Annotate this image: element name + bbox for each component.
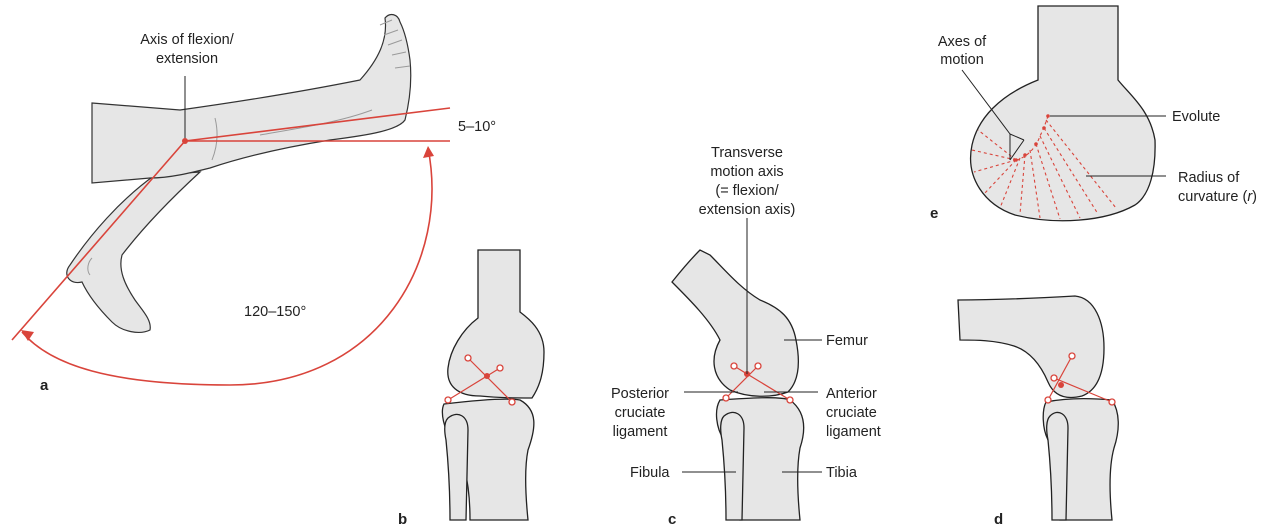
tibia-label: Tibia — [826, 465, 858, 481]
panel-letter-b: b — [398, 511, 407, 527]
transverse-label-line2: motion axis — [710, 164, 783, 180]
evolute-dot-1 — [1014, 158, 1018, 162]
fibula-label: Fibula — [630, 465, 670, 481]
anterior-cruciate-line3: ligament — [826, 424, 881, 440]
anterior-cruciate-line1: Anterior — [826, 386, 877, 402]
axis-label-line1: Axis of flexion/ — [140, 32, 234, 48]
attachment-d-1 — [1069, 353, 1075, 359]
posterior-cruciate-line1: Posterior — [611, 386, 669, 402]
transverse-label-line3: (= flexion/ — [715, 183, 779, 199]
panel-letter-c: c — [668, 511, 676, 527]
radius-label-prefix: curvature ( — [1178, 189, 1247, 205]
fibula-b — [445, 414, 468, 520]
attachment-c-1 — [731, 363, 737, 369]
attachment-d-2 — [1051, 375, 1057, 381]
axes-of-motion-line2: motion — [940, 52, 984, 68]
femoral-condyle-e — [971, 6, 1156, 221]
radius-label-line2: curvature (r) — [1178, 189, 1257, 205]
panel-c-knee — [672, 250, 804, 520]
attachment-c-3 — [723, 395, 729, 401]
panel-e-condyle — [962, 6, 1166, 221]
transverse-label-line4: extension axis) — [699, 202, 796, 218]
evolute-dot-2 — [1023, 153, 1027, 157]
flexion-range-label: 120–150° — [244, 304, 306, 320]
attachment-b-3 — [445, 397, 451, 403]
evolute-label: Evolute — [1172, 109, 1220, 125]
radius-label-line1: Radius of — [1178, 170, 1240, 186]
hyperextension-label: 5–10° — [458, 119, 496, 135]
flexed-lower-leg — [67, 172, 200, 332]
panel-b-knee — [442, 250, 544, 520]
attachment-b-4 — [509, 399, 515, 405]
femur-c — [672, 250, 798, 396]
flexion-arc-arrowhead-end — [21, 330, 34, 341]
posterior-cruciate-line2: cruciate — [615, 405, 666, 421]
axes-of-motion-line1: Axes of — [938, 34, 987, 50]
femur-b — [448, 250, 544, 398]
anterior-cruciate-line2: cruciate — [826, 405, 877, 421]
panel-a-leg-illustration — [67, 15, 411, 333]
attachment-d-4 — [1109, 399, 1115, 405]
attachment-c-4 — [787, 397, 793, 403]
evolute-dot-5 — [1046, 114, 1050, 118]
evolute-dot-4 — [1042, 126, 1046, 130]
attachment-d-3 — [1045, 397, 1051, 403]
fibula-d — [1047, 412, 1068, 520]
attachment-b-1 — [465, 355, 471, 361]
femur-d — [958, 296, 1104, 397]
attachment-b-2 — [497, 365, 503, 371]
transverse-label-line1: Transverse — [711, 145, 783, 161]
panel-letter-e: e — [930, 205, 938, 222]
flexion-arc-arrowhead-start — [423, 146, 434, 158]
radius-label-suffix: ) — [1252, 189, 1257, 205]
panel-d-knee — [958, 296, 1118, 520]
femur-label: Femur — [826, 333, 868, 349]
axis-dot-b — [484, 373, 490, 379]
fibula-c — [721, 412, 744, 520]
panel-letter-a: a — [40, 377, 49, 394]
evolute-dot-3 — [1034, 142, 1038, 146]
attachment-c-2 — [755, 363, 761, 369]
panel-letter-d: d — [994, 511, 1003, 527]
posterior-cruciate-line3: ligament — [613, 424, 668, 440]
axis-label-line2: extension — [156, 51, 218, 67]
axis-dot-d — [1058, 382, 1064, 388]
